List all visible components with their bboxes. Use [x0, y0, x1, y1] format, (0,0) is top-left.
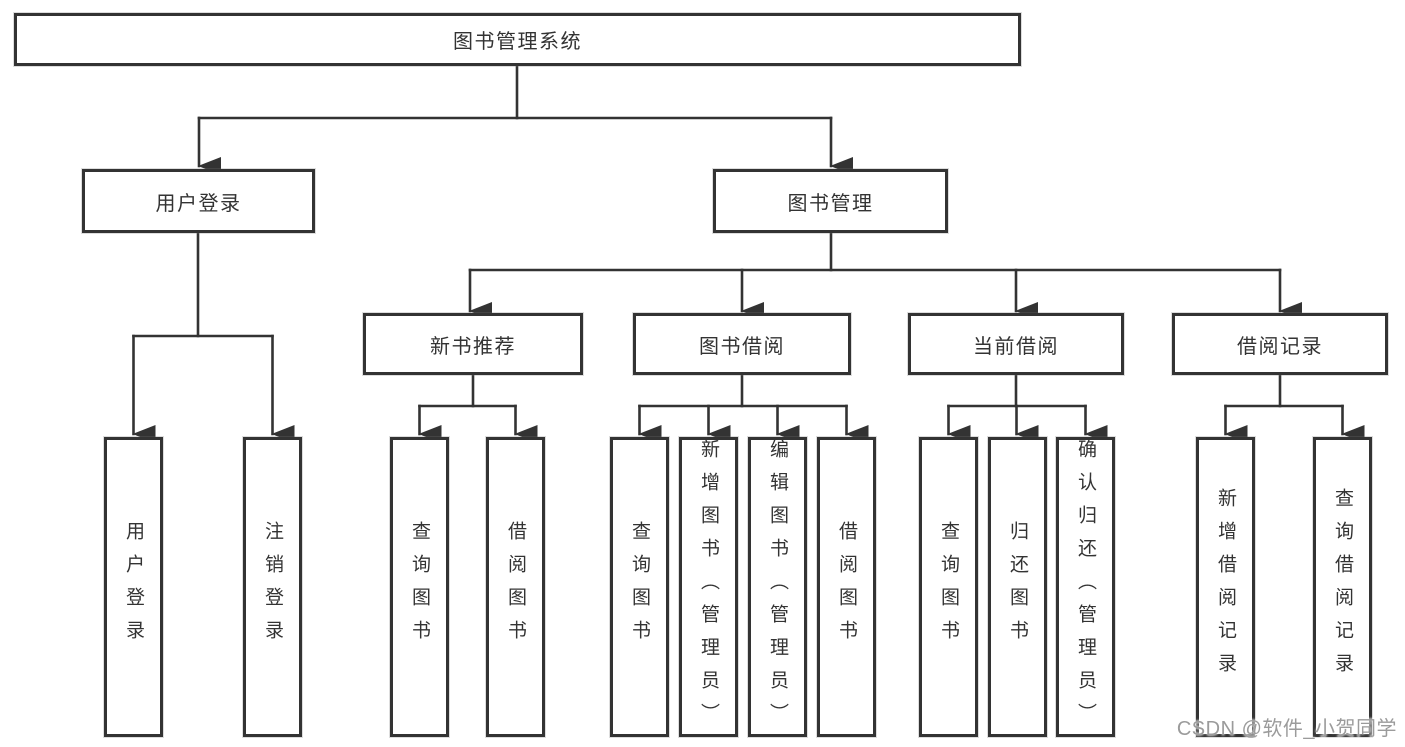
- node-user-login: 用户登录: [82, 169, 315, 233]
- leaf-add-borrow-record: 新增借阅记录: [1196, 437, 1255, 737]
- node-new-book-recommend-label: 新书推荐: [430, 335, 516, 358]
- node-book-borrow: 图书借阅: [633, 313, 851, 375]
- node-book-management-label: 图书管理: [787, 192, 874, 215]
- leaf-borrow-books-recommend: 借阅图书: [486, 437, 545, 737]
- leaf-edit-books-admin: 编辑图书（管理员）: [748, 437, 807, 737]
- node-new-book-recommend: 新书推荐: [363, 313, 583, 375]
- leaf-query-books-current-label: 查询图书: [938, 521, 959, 653]
- leaf-query-books-borrow: 查询图书: [610, 437, 669, 737]
- leaf-query-borrow-record: 查询借阅记录: [1313, 437, 1372, 737]
- csdn-watermark: CSDN @软件_小贺同学: [1176, 718, 1397, 740]
- leaf-query-books-borrow-label: 查询图书: [629, 521, 650, 653]
- leaf-query-books-current: 查询图书: [919, 437, 978, 737]
- leaf-query-books-recommend: 查询图书: [390, 437, 449, 737]
- node-borrow-record: 借阅记录: [1172, 313, 1388, 375]
- node-book-management: 图书管理: [713, 169, 948, 233]
- leaf-edit-books-admin-label: 编辑图书（管理员）: [767, 438, 788, 736]
- node-library-system-label: 图书管理系统: [453, 31, 582, 53]
- node-user-login-label: 用户登录: [155, 192, 242, 215]
- leaf-borrow-books-label: 借阅图书: [836, 521, 857, 653]
- node-library-system: 图书管理系统: [14, 13, 1021, 66]
- leaf-user-login-label: 用户登录: [123, 521, 144, 653]
- leaf-confirm-return-admin-label: 确认归还（管理员）: [1075, 438, 1096, 736]
- node-current-borrow: 当前借阅: [908, 313, 1124, 375]
- leaf-borrow-books: 借阅图书: [817, 437, 876, 737]
- leaf-borrow-books-recommend-label: 借阅图书: [505, 521, 526, 653]
- leaf-query-books-recommend-label: 查询图书: [409, 521, 430, 653]
- leaf-user-login: 用户登录: [104, 437, 163, 737]
- node-book-borrow-label: 图书借阅: [699, 335, 785, 358]
- leaf-logout: 注销登录: [243, 437, 302, 737]
- leaf-add-books-admin-label: 新增图书（管理员）: [698, 438, 719, 736]
- leaf-return-books: 归还图书: [988, 437, 1047, 737]
- leaf-add-borrow-record-label: 新增借阅记录: [1215, 488, 1236, 686]
- leaf-confirm-return-admin: 确认归还（管理员）: [1056, 437, 1115, 737]
- node-borrow-record-label: 借阅记录: [1237, 335, 1323, 358]
- leaf-query-borrow-record-label: 查询借阅记录: [1332, 488, 1353, 686]
- leaf-add-books-admin: 新增图书（管理员）: [679, 437, 738, 737]
- leaf-logout-label: 注销登录: [262, 521, 283, 653]
- node-current-borrow-label: 当前借阅: [973, 335, 1059, 358]
- leaf-return-books-label: 归还图书: [1007, 521, 1028, 653]
